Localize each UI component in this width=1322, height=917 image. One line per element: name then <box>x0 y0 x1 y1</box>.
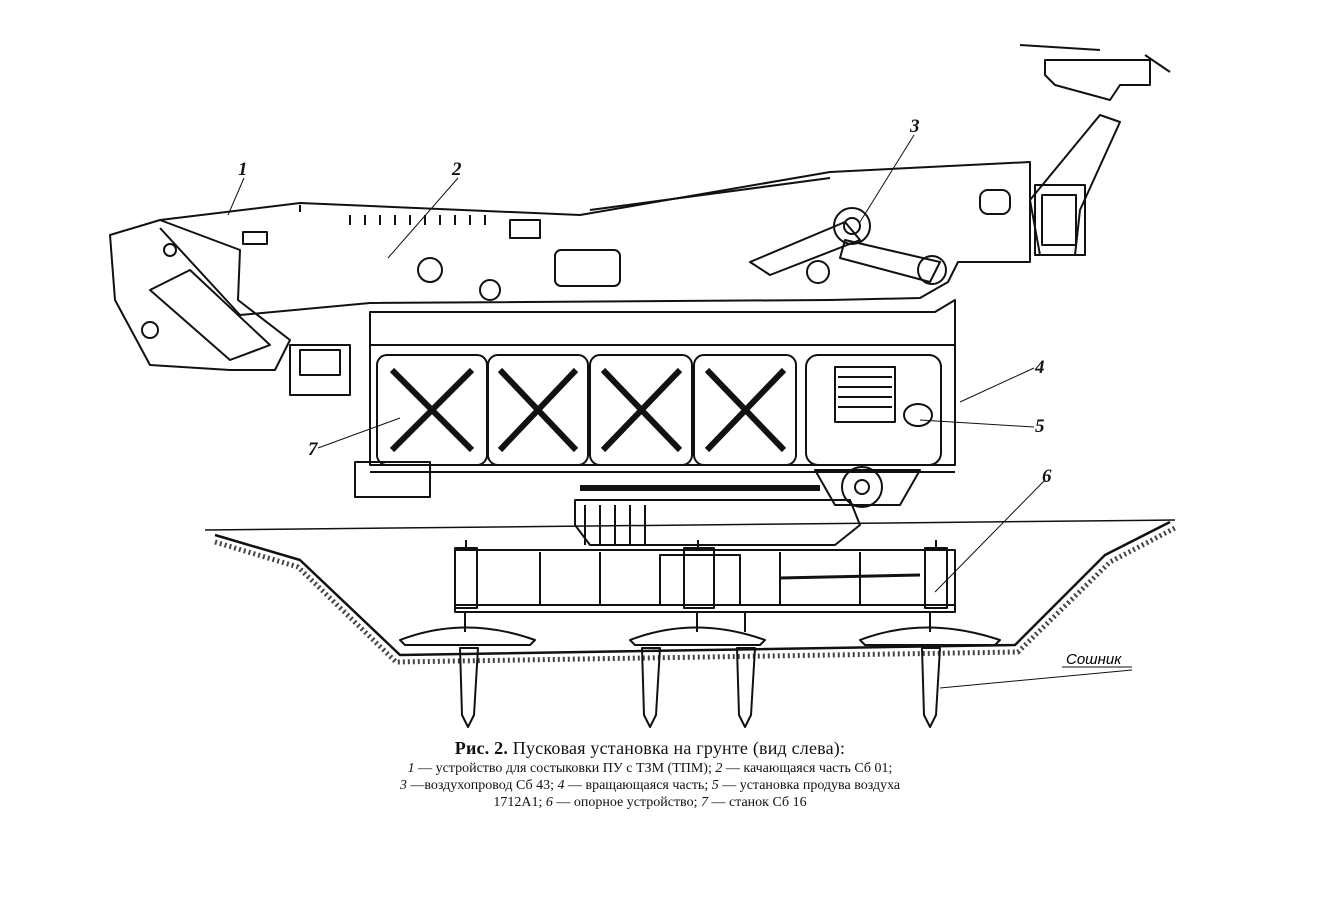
legend-text: —воздухопровод Сб 43; <box>406 778 558 793</box>
base-pads <box>399 612 1001 728</box>
ground-anchor-label: Сошник <box>1066 651 1122 668</box>
figure-caption: Рис. 2. Пусковая установка на грунте (ви… <box>300 738 1000 811</box>
legend-text: — вращающаяся часть; <box>564 778 712 793</box>
callout-2: 2 <box>451 159 462 180</box>
legend-line-3: 1712А1; 6 — опорное устройство; 7 — стан… <box>300 794 1000 811</box>
legend-number: 3 <box>399 778 407 793</box>
ground-pit <box>204 519 1177 665</box>
callout-4: 4 <box>1034 357 1045 378</box>
legend-number: 2 <box>715 761 723 776</box>
legend-line-1: 1 — устройство для состыковки ПУ с ТЗМ (… <box>300 760 1000 777</box>
legend-text: 1712А1; <box>493 795 546 810</box>
callout-6: 6 <box>1042 466 1052 487</box>
callout-7: 7 <box>308 439 319 460</box>
legend-line-2: 3 —воздухопровод Сб 43; 4 — вращающаяся … <box>300 777 1000 794</box>
rotating-part <box>354 299 956 508</box>
legend-number: 4 <box>557 778 565 793</box>
legend-number: 7 <box>700 795 708 810</box>
legend-text: — устройство для состыковки ПУ с ТЗМ (ТП… <box>414 761 716 776</box>
legend-number: 1 <box>407 761 415 776</box>
legend-text: — качающаяся часть Сб 01; <box>722 761 893 776</box>
caption-title: Рис. 2. Пусковая установка на грунте (ви… <box>300 738 1000 758</box>
legend-text: — опорное устройство; <box>552 795 701 810</box>
air-duct <box>749 207 947 285</box>
caption-title-text: Пусковая установка на грунте (вид слева)… <box>512 738 846 758</box>
legend-text: — станок Сб 16 <box>707 795 807 810</box>
swinging-part <box>159 161 1031 316</box>
legend-number: 5 <box>711 778 719 793</box>
callout-3: 3 <box>909 116 920 137</box>
callout-1: 1 <box>238 159 248 180</box>
upper-bracket <box>1019 44 1171 256</box>
support-device <box>454 485 956 613</box>
caption-prefix: Рис. 2. <box>454 738 509 758</box>
legend-number: 6 <box>545 795 553 810</box>
callout-5: 5 <box>1035 416 1045 437</box>
docking-device <box>109 219 351 396</box>
hatch-panels <box>376 354 942 466</box>
legend-text: — установка продува воздуха <box>718 778 901 793</box>
